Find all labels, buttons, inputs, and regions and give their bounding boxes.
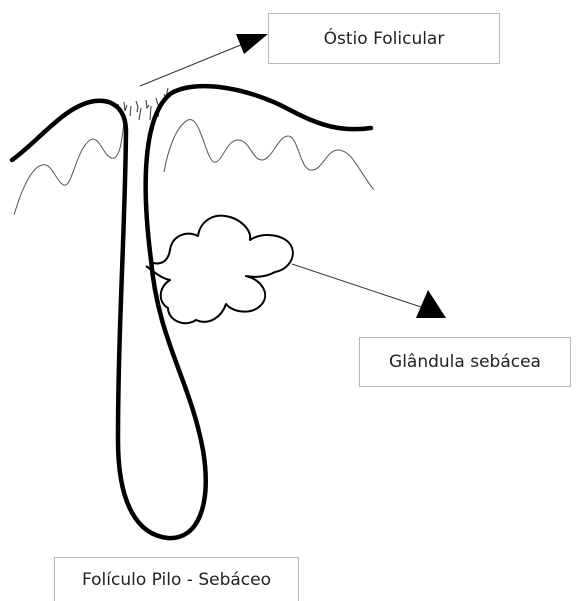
glandula-pointer-line bbox=[292, 264, 424, 308]
glandula-arrowhead bbox=[416, 290, 446, 318]
label-ostio-text: Óstio Folicular bbox=[324, 29, 445, 49]
ostio-pointer-line bbox=[140, 42, 248, 86]
label-foliculo-text: Folículo Pilo - Sebáceo bbox=[82, 570, 271, 590]
label-glandula-text: Glândula sebácea bbox=[389, 352, 541, 372]
epidermis-line-left bbox=[14, 122, 124, 215]
label-glandula-sebacea: Glândula sebácea bbox=[359, 337, 571, 387]
sebaceous-gland bbox=[146, 216, 293, 324]
label-ostio-folicular: Óstio Folicular bbox=[268, 13, 500, 64]
ostio-arrowhead bbox=[236, 34, 268, 54]
follicle-outline bbox=[12, 86, 371, 538]
label-foliculo-pilo-sebaceo: Folículo Pilo - Sebáceo bbox=[54, 557, 299, 601]
